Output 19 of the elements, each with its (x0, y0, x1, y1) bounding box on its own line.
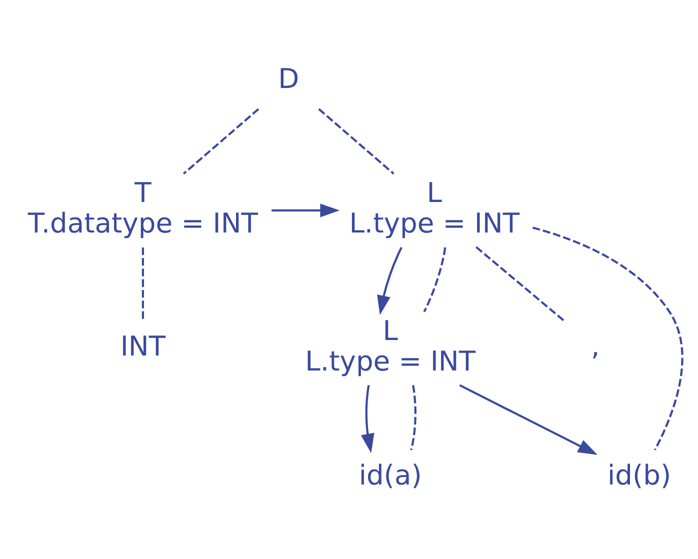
arrow (272, 204, 340, 218)
node-text: T T.datatype = INT (28, 178, 258, 240)
connector (476, 246, 566, 322)
node-text: INT (120, 331, 166, 362)
connector (423, 247, 446, 312)
arrow (360, 385, 374, 454)
node-text: L L.type = INT (349, 178, 520, 240)
node-text: L L.type = INT (305, 316, 476, 378)
arrow (377, 246, 402, 315)
node-text: id(a) (358, 460, 422, 492)
arrow (459, 384, 598, 455)
node-text: , (590, 331, 600, 362)
connector (182, 108, 260, 175)
connector (410, 385, 416, 450)
connector (318, 108, 394, 175)
connector (532, 226, 684, 450)
connector (142, 247, 144, 322)
node-text: id(b) (608, 460, 672, 492)
node-text: D (278, 64, 300, 96)
